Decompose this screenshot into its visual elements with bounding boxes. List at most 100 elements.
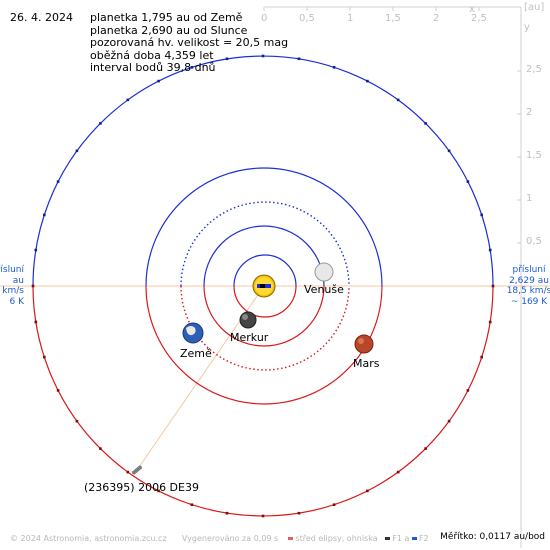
f1-legend-marker [385, 537, 391, 540]
asteroid-label: (236395) 2006 DE39 [84, 481, 199, 494]
x-tick-2: 2 [433, 13, 440, 24]
y-tick-0-5: 0,5 [526, 236, 542, 247]
venus-orbit-upper [203, 225, 325, 287]
footer: © 2024 Astronomia, astronomia.zcu.cz Vyg… [10, 534, 429, 543]
date-label: 26. 4. 2024 [10, 11, 73, 24]
aphelion-distance: au [12, 275, 24, 286]
f2-legend-label: F2 [418, 534, 429, 543]
perihelion-info: přísluní 2,629 au 18,5 km/s ~ 169 K [498, 265, 550, 307]
earth-clouds [186, 326, 196, 336]
center-legend-label: střed elipsy, ohniska [295, 534, 378, 543]
orbit-point [99, 122, 102, 125]
orbit-point [34, 320, 38, 324]
orbit-point [488, 320, 492, 324]
y-tick-2: 2 [526, 107, 533, 118]
orbit-point [480, 355, 483, 359]
orbit-point [43, 213, 46, 217]
orbit-point [56, 180, 60, 183]
orbit-point [396, 98, 400, 102]
earth-orbit-upper [180, 201, 350, 287]
mercury-highlight [242, 314, 248, 320]
info-line-period: oběžná doba 4,359 let [90, 48, 214, 62]
mars-highlight [358, 338, 364, 344]
perihelion-label: přísluní [512, 265, 546, 275]
orbit-point [34, 248, 38, 252]
mars-label: Mars [353, 357, 380, 370]
venus-icon [314, 262, 334, 282]
aphelion-info: přísluní au km/s 6 K [0, 265, 24, 307]
scale-label: Měřítko: 0,0117 au/bod [440, 532, 545, 542]
orbit-point [396, 470, 400, 474]
y-tick-2-5: 2,5 [526, 64, 542, 75]
info-line-distance-sun: planetka 2,690 au od Slunce [90, 23, 248, 37]
perihelion-temp: ~ 169 K [510, 296, 548, 307]
orbit-point [466, 389, 470, 392]
orbit-point [75, 419, 79, 423]
orbit-point [297, 57, 301, 61]
orbit-point [99, 447, 102, 450]
aphelion-label: přísluní [0, 265, 24, 275]
y-tick-1: 1 [526, 193, 533, 204]
orbit-point [31, 284, 35, 288]
perihelion-speed: 18,5 km/s [506, 286, 550, 296]
orbit-point [366, 79, 369, 83]
info-line-interval: interval bodů 39,8 dnů [90, 61, 216, 74]
y-axis-label: y [524, 22, 530, 33]
x-tick-0-5: 0,5 [299, 13, 315, 24]
orbit-point [261, 514, 265, 518]
earth-orbit-lower [180, 285, 350, 371]
x-axis-ticks [263, 7, 480, 11]
aphelion-speed: km/s [2, 286, 24, 296]
f2-legend-marker [411, 537, 417, 540]
focus-f1-marker [260, 284, 265, 288]
x-tick-1: 1 [347, 13, 354, 24]
orbit-point [297, 511, 301, 515]
info-panel: planetka 1,795 au od Země planetka 2,690… [90, 11, 289, 75]
asteroid-icon [131, 465, 143, 475]
orbit-point [126, 470, 130, 474]
orbit-point [332, 503, 336, 506]
mars-orbit-upper [145, 167, 383, 287]
orbit-point [261, 54, 265, 58]
copyright-link[interactable]: © 2024 Astronomia, astronomia.zcu.cz [10, 534, 167, 543]
orbit-point [43, 355, 46, 359]
orbit-point [424, 122, 427, 125]
orbit-point [424, 447, 427, 450]
info-line-magnitude: pozorovaná hv. velikost = 20,5 mag [90, 36, 289, 49]
asteroid-orbit-points [31, 54, 495, 518]
orbit-point [157, 79, 160, 83]
orbit-point [225, 511, 229, 515]
earth-label: Země [180, 347, 212, 360]
orbit-point [447, 149, 451, 153]
orbit-point [157, 489, 160, 493]
info-line-distance-earth: planetka 1,795 au od Země [90, 11, 243, 24]
orbit-point [488, 248, 492, 252]
f1-legend-label: F1 a [392, 534, 410, 543]
orbit-point [491, 284, 495, 288]
mercury-label: Merkur [230, 331, 269, 344]
y-tick-1-5: 1,5 [526, 150, 542, 161]
generated-time: Vygenerováno za 0,09 s [181, 534, 279, 543]
orbit-point [190, 503, 194, 506]
mars-icon [354, 334, 374, 354]
orbit-point [366, 489, 369, 493]
orbit-point [447, 419, 451, 423]
orbit-point [75, 149, 79, 153]
x-tick-1-5: 1,5 [385, 13, 401, 24]
venus-orbit-lower [203, 285, 325, 347]
orbit-point [56, 389, 60, 392]
orbit-point [480, 213, 483, 217]
center-legend-marker [288, 537, 294, 540]
mercury-orbit-lower [233, 285, 297, 318]
orbit-point [332, 66, 336, 69]
orbit-point [126, 98, 130, 102]
perihelion-distance: 2,629 au [509, 275, 549, 286]
x-tick-2-5: 2,5 [471, 13, 487, 24]
mercury-orbit-upper [233, 254, 297, 287]
mercury-icon [239, 311, 257, 329]
orbit-point [190, 66, 194, 69]
orbit-point [225, 57, 229, 61]
x-tick-0: 0 [261, 13, 268, 24]
venus-label: Venuše [304, 283, 344, 296]
